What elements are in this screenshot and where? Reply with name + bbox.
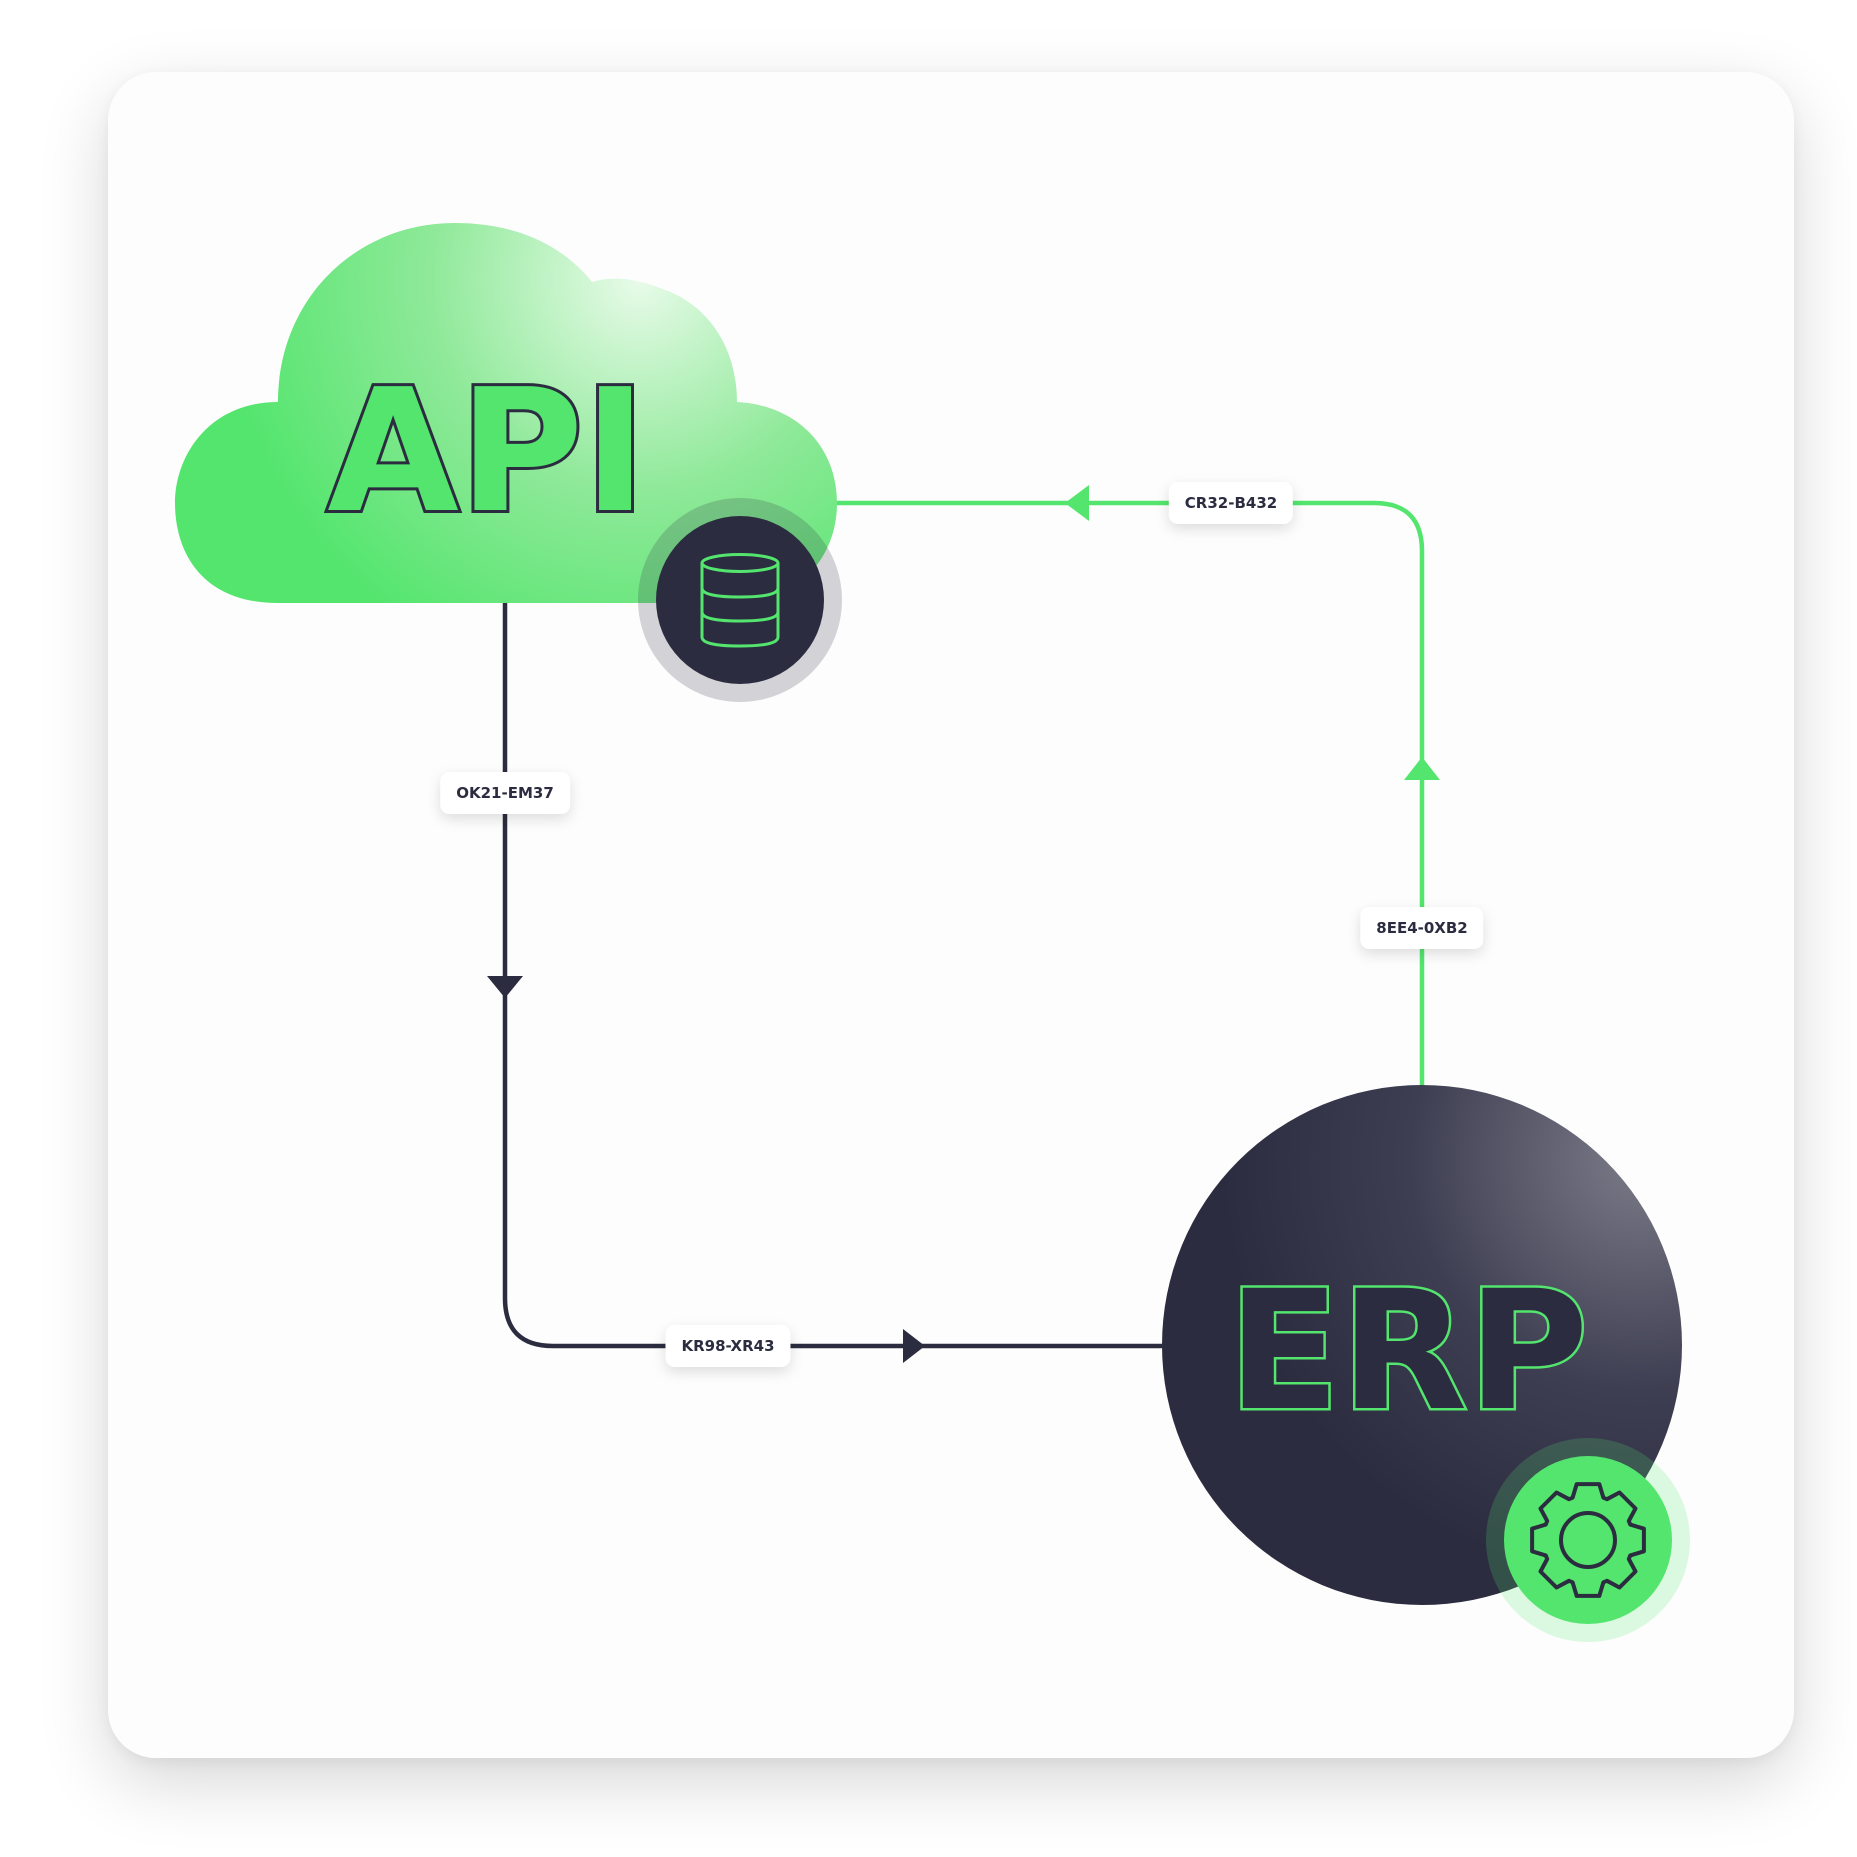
arrow-up-icon bbox=[1404, 757, 1440, 780]
arrow-left-icon bbox=[1065, 485, 1089, 521]
gear-badge bbox=[1486, 1438, 1690, 1642]
edge-label-kr98: KR98-XR43 bbox=[665, 1325, 791, 1367]
arrow-down-icon bbox=[487, 976, 523, 998]
database-badge bbox=[638, 498, 842, 702]
api-cloud: API bbox=[175, 223, 837, 603]
gear-icon bbox=[1530, 1482, 1646, 1598]
erp-label: ERP bbox=[1228, 1255, 1589, 1447]
api-label: API bbox=[327, 353, 646, 551]
connector-api-to-erp bbox=[502, 600, 1163, 1349]
database-icon bbox=[700, 553, 780, 648]
edge-label-8ee4: 8EE4-0XB2 bbox=[1360, 907, 1484, 949]
arrow-right-icon bbox=[903, 1329, 925, 1363]
edge-label-ok21: OK21-EM37 bbox=[440, 772, 570, 814]
connector-erp-to-api bbox=[835, 500, 1425, 1085]
edge-label-cr32: CR32-B432 bbox=[1168, 482, 1294, 524]
